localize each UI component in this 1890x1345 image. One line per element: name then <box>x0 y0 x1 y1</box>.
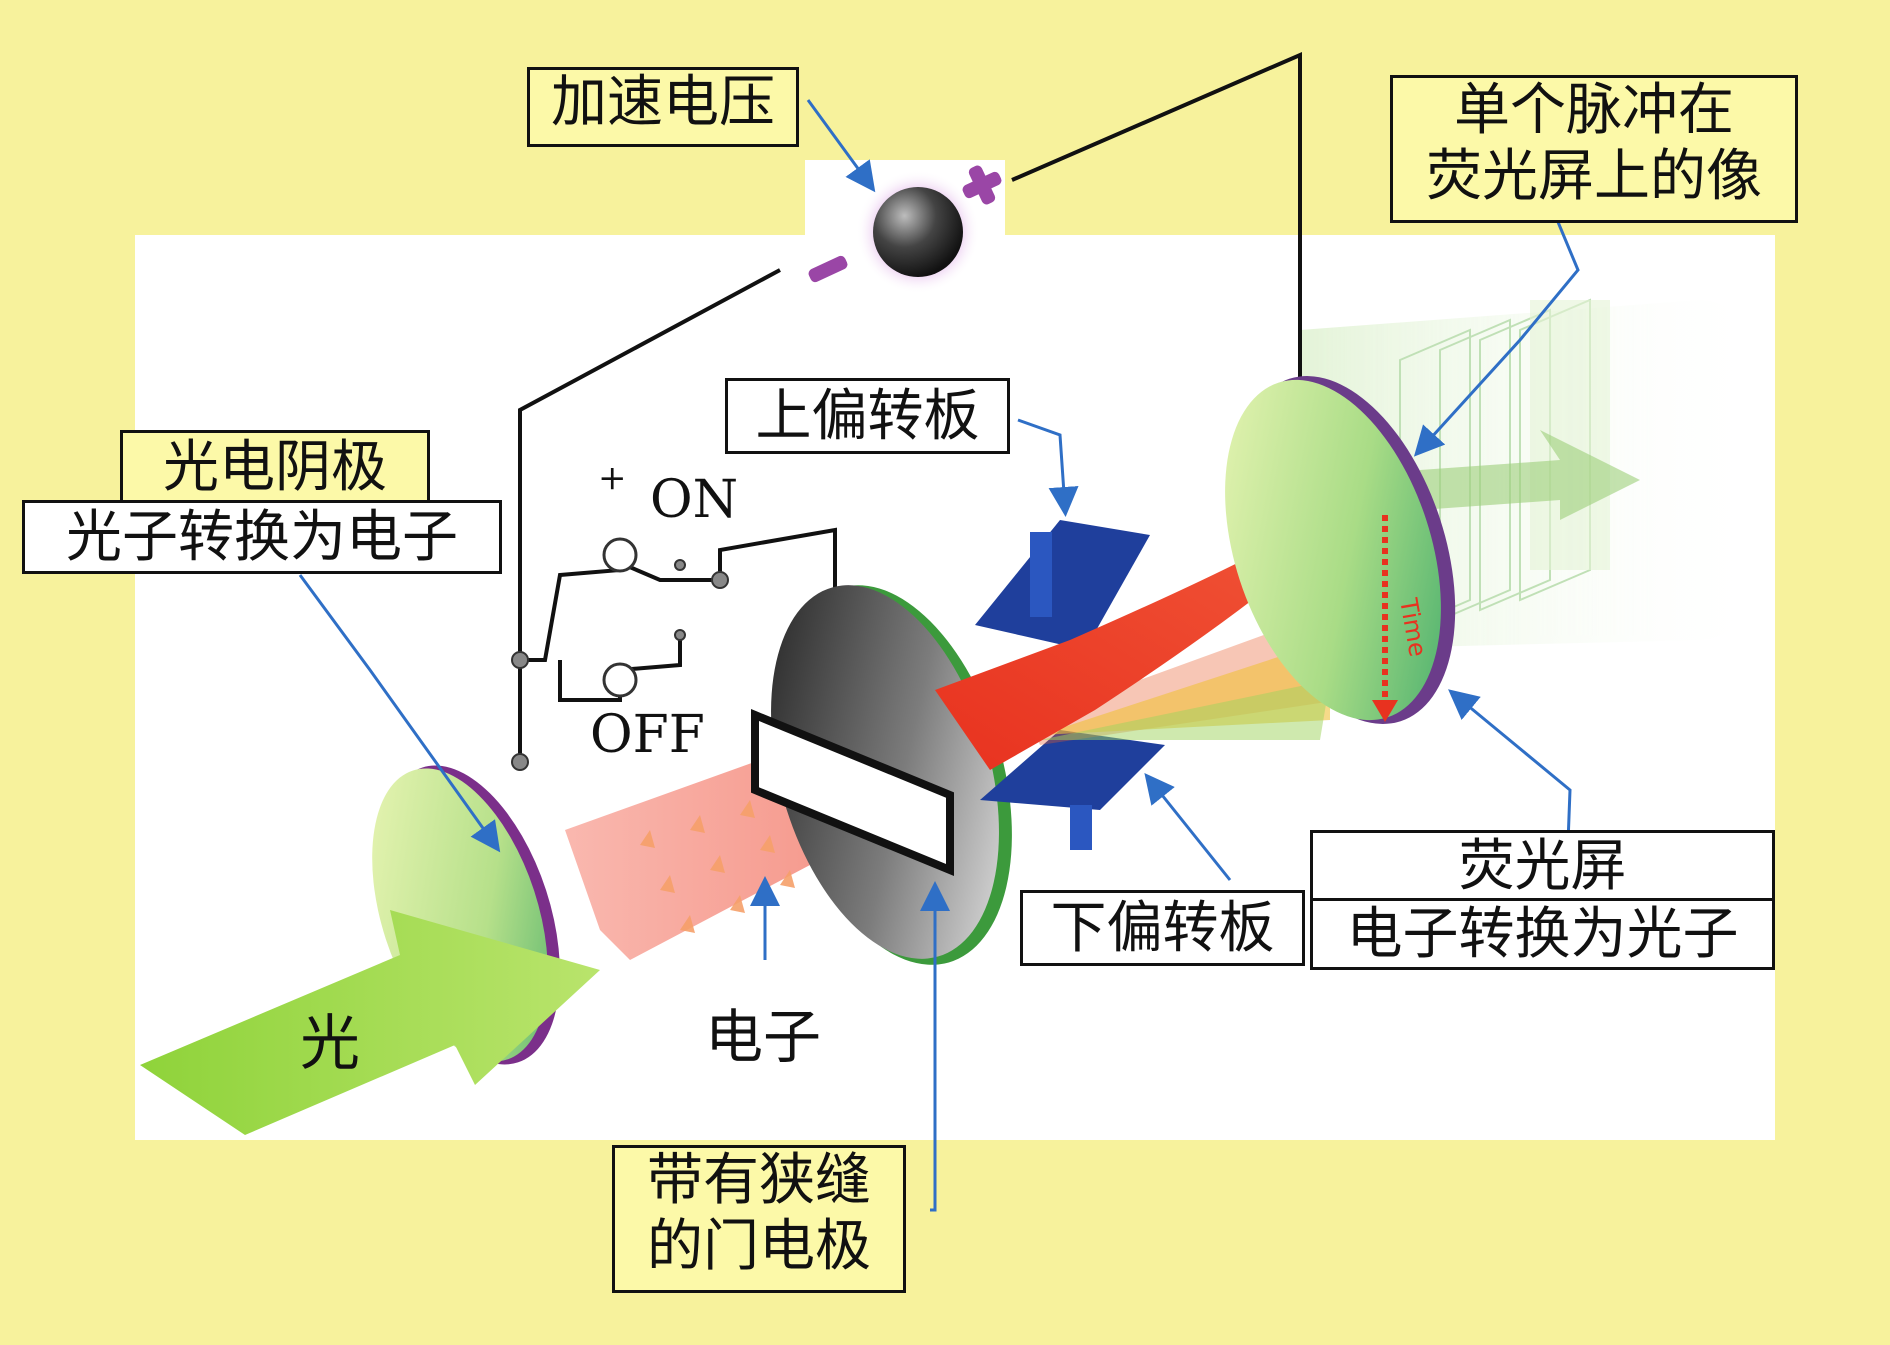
light-arrow <box>140 910 600 1135</box>
label-single-pulse-image: 单个脉冲在 荧光屏上的像 <box>1390 75 1798 223</box>
label-gate-line1: 带有狭缝 <box>647 1148 871 1213</box>
label-light: 光 <box>300 1009 360 1079</box>
gate-electrode <box>751 585 1012 965</box>
switch-off-label: OFF <box>590 705 705 765</box>
label-gate-electrode: 带有狭缝 的门电极 <box>612 1145 906 1293</box>
label-single-pulse-line2: 荧光屏上的像 <box>1426 144 1762 209</box>
label-electron-to-photon: 电子转换为光子 <box>1310 898 1775 970</box>
label-accel-voltage: 加速电压 <box>527 67 799 147</box>
label-photocathode: 光电阴极 <box>120 430 430 504</box>
deflector-plates <box>975 520 1165 850</box>
label-gate-line2: 的门电极 <box>647 1214 871 1279</box>
label-upper-deflector: 上偏转板 <box>725 378 1010 454</box>
label-photon-to-electron: 光子转换为电子 <box>22 500 502 574</box>
voltage-source-icon <box>808 165 1002 294</box>
output-light-arrow <box>1420 430 1640 520</box>
label-screen: 荧光屏 <box>1310 830 1775 902</box>
leader-lines <box>298 99 1580 1212</box>
switch-plus-label: + <box>598 458 627 498</box>
label-single-pulse-line1: 单个脉冲在 <box>1454 78 1734 143</box>
switch-terminals <box>602 537 638 698</box>
switch-on-label: ON <box>650 470 739 530</box>
phosphor-screen <box>1225 376 1456 724</box>
circuit-wires <box>518 51 1302 762</box>
label-electrons: 电子 <box>705 1003 822 1071</box>
label-lower-deflector: 下偏转板 <box>1020 890 1305 966</box>
